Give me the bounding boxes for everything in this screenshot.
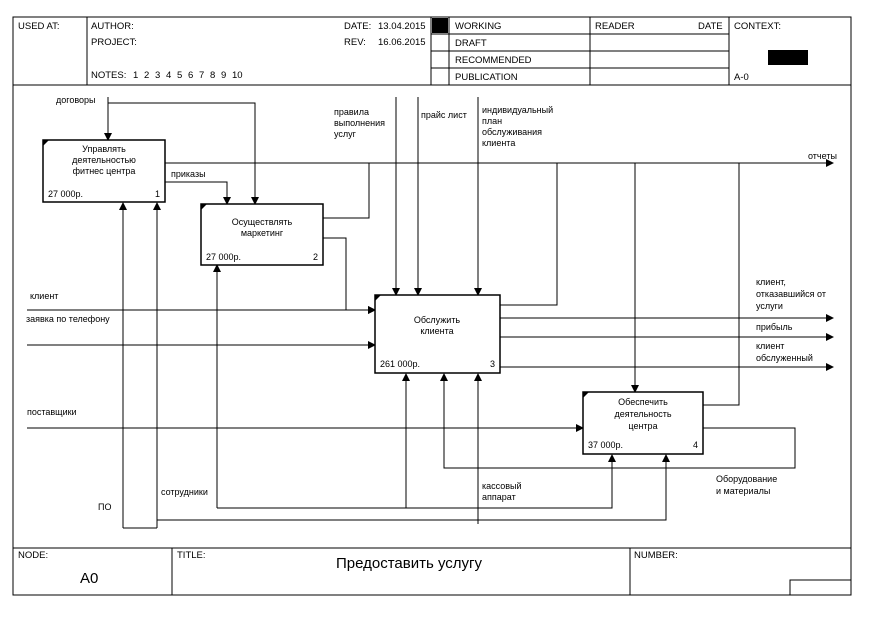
label-suppliers: поставщики xyxy=(27,407,77,417)
label-rules-line: правила xyxy=(334,107,369,117)
note-number[interactable]: 6 xyxy=(188,70,193,81)
label-software: ПО xyxy=(98,502,111,512)
rev-value: 16.06.2015 xyxy=(378,37,426,48)
arrow-contracts[interactable] xyxy=(107,97,259,205)
label-plan-line: индивидуальный xyxy=(482,105,553,115)
activity-box-3[interactable]: Обслужить клиента 261 000р. 3 xyxy=(374,294,501,374)
box-2-number: 2 xyxy=(313,252,318,262)
label-rules-line: услуг xyxy=(334,129,357,139)
date-label: DATE: xyxy=(344,21,371,32)
activity-box-2[interactable]: Осуществлять маркетинг 27 000р. 2 xyxy=(200,203,324,266)
note-number[interactable]: 7 xyxy=(199,70,204,81)
label-orders: приказы xyxy=(171,169,206,179)
box-3-cost: 261 000р. xyxy=(380,359,420,369)
label-staff: сотрудники xyxy=(161,487,208,497)
box-4-title-line: Обеспечить xyxy=(618,397,668,407)
note-number[interactable]: 1 xyxy=(133,70,138,81)
arrow-orders[interactable] xyxy=(165,181,231,205)
arrow-layer xyxy=(27,97,834,529)
status-recommended[interactable]: RECOMMENDED xyxy=(455,55,532,66)
context-label: CONTEXT: xyxy=(734,21,781,32)
number-cell xyxy=(789,579,851,595)
status-working[interactable]: WORKING xyxy=(455,21,501,32)
activity-box-1[interactable]: Управлять деятельностью фитнес центра 27… xyxy=(42,139,166,203)
reader-label: READER xyxy=(595,21,635,32)
used-at-label: USED AT: xyxy=(18,21,60,32)
arrow-box4-reports[interactable] xyxy=(703,163,740,406)
context-node: A-0 xyxy=(734,72,749,83)
box-1-title-line: Управлять xyxy=(82,144,126,154)
box-1-number: 1 xyxy=(155,189,160,199)
label-refused-client-line: клиент, xyxy=(756,277,786,287)
arrow-equipment[interactable] xyxy=(440,373,796,469)
footer-block: NODE: A0 TITLE: Предоставить услугу NUMB… xyxy=(13,547,851,595)
note-number[interactable]: 9 xyxy=(221,70,226,81)
box-4-number: 4 xyxy=(693,440,698,450)
box-2-title-line: Осуществлять xyxy=(232,217,293,227)
notes-label: NOTES: xyxy=(91,70,126,81)
activity-box-4[interactable]: Обеспечить деятельность центра 37 000р. … xyxy=(582,391,704,455)
rev-label: REV: xyxy=(344,37,366,48)
box-2-cost: 27 000р. xyxy=(206,252,241,262)
label-served-client-line: клиент xyxy=(756,341,784,351)
label-contracts: договоры xyxy=(56,95,96,105)
label-refused-client-line: услуги xyxy=(756,301,783,311)
outer-frame xyxy=(12,16,852,596)
label-refused-client-line: отказавшийся от xyxy=(756,289,826,299)
note-number[interactable]: 10 xyxy=(232,70,243,81)
label-price-list: прайс лист xyxy=(421,110,467,120)
arrow-marketing-output[interactable] xyxy=(323,237,376,314)
label-cash-register-line: аппарат xyxy=(482,492,516,502)
arrow-box3-reports[interactable] xyxy=(500,163,558,306)
label-reports: отчеты xyxy=(808,151,837,161)
note-number[interactable]: 3 xyxy=(155,70,160,81)
box-1-title-line: фитнес центра xyxy=(73,166,136,176)
label-client: клиент xyxy=(30,291,58,301)
box-4-title-line: деятельность xyxy=(614,409,671,419)
box-4-title-line: центра xyxy=(628,421,657,431)
label-plan-line: клиента xyxy=(482,138,515,148)
node-value: A0 xyxy=(80,570,98,587)
number-label: NUMBER: xyxy=(634,550,678,561)
note-number[interactable]: 5 xyxy=(177,70,182,81)
node-label: NODE: xyxy=(18,550,48,561)
title-label: TITLE: xyxy=(177,550,206,561)
box-2-title-line: маркетинг xyxy=(241,228,284,238)
label-phone-request: заявка по телефону xyxy=(26,314,110,324)
label-rules-line: выполнения xyxy=(334,118,385,128)
arrow-marketing-rules[interactable] xyxy=(323,162,396,219)
label-plan-line: обслуживания xyxy=(482,127,542,137)
status-publication[interactable]: PUBLICATION xyxy=(455,72,518,83)
box-3-title-line: Обслужить xyxy=(414,315,461,325)
label-served-client-line: обслуженный xyxy=(756,353,813,363)
label-equipment-line: и материалы xyxy=(716,486,770,496)
label-equipment-line: Оборудование xyxy=(716,474,777,484)
context-thumbnail[interactable] xyxy=(768,50,808,65)
note-number[interactable]: 8 xyxy=(210,70,215,81)
box-1-cost: 27 000р. xyxy=(48,189,83,199)
box-3-number: 3 xyxy=(490,359,495,369)
header-block: USED AT: AUTHOR: PROJECT: NOTES: 1 2 3 4… xyxy=(13,17,851,86)
arrow-labels: договоры правила выполнения услуг прайс … xyxy=(26,95,837,512)
status-draft[interactable]: DRAFT xyxy=(455,38,487,49)
arrow-software-box4[interactable] xyxy=(123,455,666,529)
diagram-title: Предоставить услугу xyxy=(336,555,483,572)
arrow-staff-box4[interactable] xyxy=(406,454,616,509)
label-cash-register-line: кассовый xyxy=(482,481,522,491)
author-label: AUTHOR: xyxy=(91,21,134,32)
box-1-title-line: деятельностью xyxy=(72,155,136,165)
note-number[interactable]: 4 xyxy=(166,70,171,81)
reader-date-label: DATE xyxy=(698,21,723,32)
box-4-cost: 37 000р. xyxy=(588,440,623,450)
note-number[interactable]: 2 xyxy=(144,70,149,81)
project-label: PROJECT: xyxy=(91,37,137,48)
label-plan-line: план xyxy=(482,116,502,126)
box-3-title-line: клиента xyxy=(420,326,453,336)
note-numbers: 1 2 3 4 5 6 7 8 9 10 xyxy=(133,70,243,81)
label-profit: прибыль xyxy=(756,322,793,332)
arrow-staff-box3[interactable] xyxy=(217,373,410,509)
date-value: 13.04.2015 xyxy=(378,21,426,32)
working-marker xyxy=(432,18,448,33)
